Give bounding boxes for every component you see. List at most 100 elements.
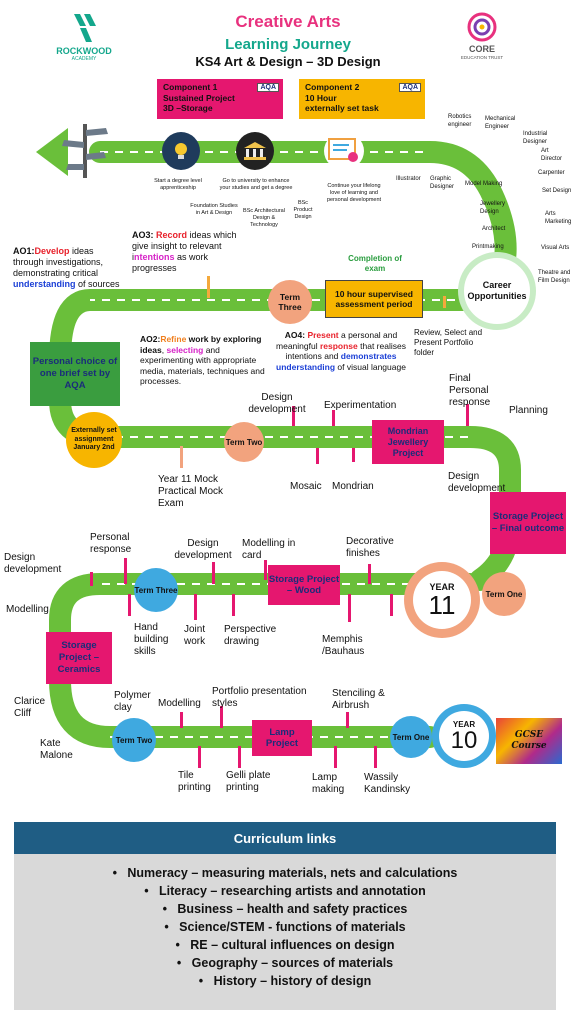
rockwood-logo-text: ROCKWOOD bbox=[56, 46, 112, 56]
year-10-circle: YEAR 10 bbox=[432, 704, 496, 768]
pathway-lifelong: Continue your lifelong love of learning … bbox=[326, 183, 382, 203]
page-subtitle: Learning Journey bbox=[225, 36, 351, 53]
mondrian-label: Mondrian bbox=[332, 481, 374, 492]
y10-term-three: Term Three bbox=[134, 568, 178, 612]
tile-label: Tile printing bbox=[178, 770, 211, 793]
career-illustrator: Illustrator bbox=[396, 176, 421, 182]
aqa-badge-1: AQA bbox=[257, 83, 279, 92]
clarice-label: Clarice Cliff bbox=[14, 696, 46, 719]
lightbulb-icon bbox=[162, 132, 200, 170]
component-1-line2: Sustained Project bbox=[163, 92, 235, 103]
certificate-icon bbox=[324, 132, 364, 170]
component-2-line2: 10 Hour bbox=[305, 92, 337, 103]
portfolio-label: Portfolio presentation styles bbox=[212, 686, 307, 709]
curriculum-title: Curriculum links bbox=[14, 822, 556, 854]
career-opportunities-circle: Career Opportunities bbox=[458, 252, 536, 330]
career-visual-arts: Visual Arts bbox=[541, 245, 570, 251]
career-art-director: Art Director bbox=[541, 148, 563, 162]
component-1-line3: 3D –Storage bbox=[163, 103, 213, 113]
aqa-badge-2: AQA bbox=[399, 83, 421, 92]
curriculum-item: • Numeracy – measuring materials, nets a… bbox=[112, 866, 458, 880]
curriculum-item: • Science/STEM - functions of materials bbox=[164, 920, 406, 934]
modelling2-label: Modelling bbox=[158, 698, 201, 709]
core-logo-sub: EDUCATION TRUST bbox=[460, 55, 504, 60]
ao3-text: AO3: Record ideas which give insight to … bbox=[132, 230, 237, 273]
polymer-label: Polymer clay bbox=[114, 690, 151, 713]
lamp-making-label: Lamp making bbox=[312, 772, 345, 795]
wassily-label: Wassily Kandinsky bbox=[364, 772, 411, 795]
experimentation-label: Experimentation bbox=[324, 400, 397, 411]
y10-design-dev2: Design development bbox=[174, 538, 232, 561]
mosaic-label: Mosaic bbox=[290, 481, 322, 492]
course-title: KS4 Art & Design – 3D Design bbox=[195, 54, 381, 69]
y10-term-one: Term One bbox=[390, 716, 432, 758]
career-model-making: Model Making bbox=[465, 181, 503, 187]
career-architect: Architect bbox=[482, 226, 506, 232]
pathway-university: Go to university to enhance your studies… bbox=[219, 178, 293, 191]
core-logo-text: CORE bbox=[468, 44, 495, 54]
y11-term-three: Term Three bbox=[268, 280, 312, 324]
modelling-label: Modelling bbox=[6, 604, 49, 615]
career-jewellery: Jewellery Design bbox=[480, 201, 506, 215]
component-2-box: Component 2 10 Hour externally set task … bbox=[299, 79, 425, 119]
gelli-label: Gelli plate printing bbox=[226, 770, 271, 793]
ao4-text: AO4: Present a personal and meaningful r… bbox=[276, 330, 406, 372]
career-theatre: Theatre and Film Design bbox=[538, 270, 571, 284]
y11-term-two: Term Two bbox=[224, 422, 264, 462]
core-logo bbox=[464, 12, 500, 42]
ao1-text: AO1:Develop ideas through investigations… bbox=[13, 246, 120, 289]
y11-design-dev2: Design development bbox=[448, 471, 506, 494]
review-label: Review, Select and Present Portfolio fol… bbox=[414, 328, 483, 357]
component-2-line1: Component 2 bbox=[305, 82, 360, 92]
hand-building-label: Hand building skills bbox=[134, 622, 169, 657]
final-personal-label: Final Personal response bbox=[449, 373, 491, 408]
curriculum-item: • RE – cultural influences on design bbox=[175, 938, 395, 952]
memphis-label: Memphis /Bauhaus bbox=[322, 634, 365, 657]
curriculum-list: • Numeracy – measuring materials, nets a… bbox=[14, 864, 556, 990]
kate-label: Kate Malone bbox=[40, 738, 73, 761]
curriculum-item: • History – history of design bbox=[198, 974, 372, 988]
page-title: Creative Arts bbox=[235, 12, 341, 31]
mock-exam-label: Year 11 Mock Practical Mock Exam bbox=[158, 474, 224, 509]
rockwood-logo-sub: ACADEMY bbox=[71, 56, 97, 62]
career-opportunities-label: Career Opportunities bbox=[467, 280, 527, 301]
component-2-line3: externally set task bbox=[305, 103, 379, 113]
personal-response-label: Personal response bbox=[90, 532, 132, 555]
gcse-course-badge: GCSE Course bbox=[496, 718, 562, 764]
ao2-text: AO2:Refine work by exploring ideas, sele… bbox=[140, 334, 265, 386]
curriculum-item: • Geography – sources of materials bbox=[176, 956, 394, 970]
y10-design-dev: Design development bbox=[4, 552, 62, 575]
component-1-line1: Component 1 bbox=[163, 82, 218, 92]
storage-final-box: Storage Project – Final outcome bbox=[490, 492, 566, 554]
career-printmaking: Printmaking bbox=[472, 244, 504, 250]
storage-ceramics-box: Storage Project – Ceramics bbox=[46, 632, 112, 684]
completion-label: Completion of exam bbox=[348, 254, 402, 273]
career-arts-marketing: Arts Marketing bbox=[545, 211, 572, 225]
lamp-project-box: Lamp Project bbox=[252, 720, 312, 756]
university-icon bbox=[236, 132, 274, 170]
mondrian-project-box: Mondrian Jewellery Project bbox=[372, 420, 444, 464]
pathway-foundation: Foundation Studies in Art & Design bbox=[190, 203, 238, 216]
pathway-bsc-arch: BSc Architectural Design & Technology bbox=[243, 208, 285, 228]
career-carpenter: Carpenter bbox=[538, 170, 565, 176]
y11-term-one: Term One bbox=[482, 572, 526, 616]
modelling-card-label: Modelling in card bbox=[242, 538, 296, 561]
personal-choice-box: Personal choice of one brief set by AQA bbox=[30, 342, 120, 406]
pathway-bsc-product: BSc Product Design bbox=[293, 200, 313, 220]
stenciling-label: Stenciling & Airbrush bbox=[332, 688, 385, 711]
storage-wood-box: Storage Project – Wood bbox=[268, 565, 340, 605]
career-industrial: Industrial Designer bbox=[523, 131, 548, 145]
y10-term-two: Term Two bbox=[112, 718, 156, 762]
pathway-apprenticeship: Start a degree level apprenticeship bbox=[154, 178, 202, 191]
career-mechanical: Mechanical Engineer bbox=[485, 116, 516, 130]
rockwood-logo bbox=[56, 12, 116, 48]
externally-set-circle: Externally set assignment January 2nd bbox=[66, 412, 122, 468]
planning-label: Planning bbox=[509, 405, 548, 416]
component-1-box: Component 1 Sustained Project 3D –Storag… bbox=[157, 79, 283, 119]
ten-hour-box: 10 hour supervised assessment period bbox=[325, 280, 423, 318]
career-set-design: Set Design bbox=[542, 188, 572, 194]
curriculum-item: • Business – health and safety practices bbox=[162, 902, 408, 916]
decorative-label: Decorative finishes bbox=[346, 536, 394, 559]
signpost-icon bbox=[60, 120, 110, 180]
perspective-label: Perspective drawing bbox=[224, 624, 277, 647]
